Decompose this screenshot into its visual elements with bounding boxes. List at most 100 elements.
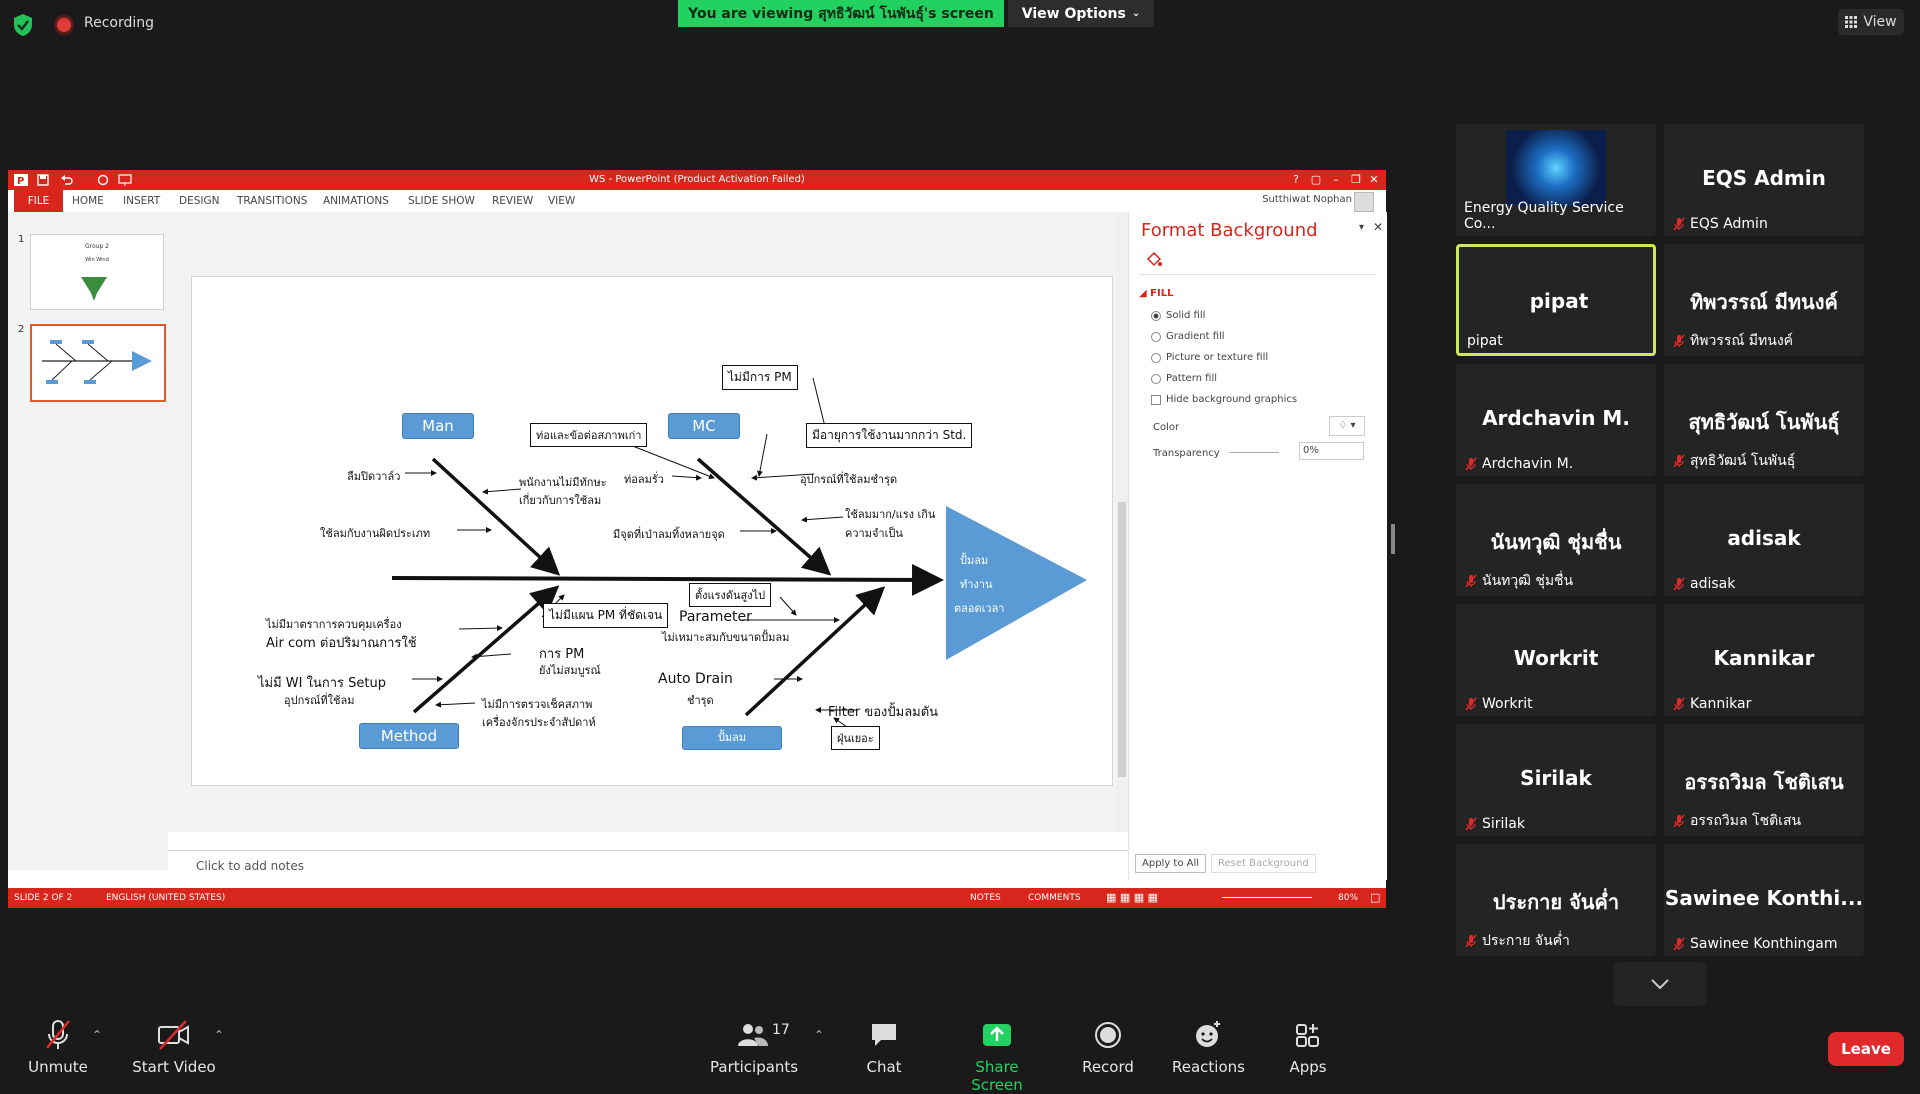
participant-name: สุทธิวัฒน์ โนพันธุ์ [1690, 453, 1796, 469]
close-button[interactable]: ✕ [1369, 173, 1379, 186]
fill-section-header[interactable]: ◢ FILL [1139, 288, 1174, 299]
cause-pm-2: ยังไม่สมบูรณ์ [539, 664, 601, 677]
help-button[interactable]: ? [1293, 173, 1299, 186]
transparency-slider[interactable] [1229, 452, 1279, 453]
fill-bucket-icon[interactable] [1145, 250, 1163, 268]
notes-pane[interactable]: Click to add notes [168, 850, 1128, 881]
participants-options-caret-icon[interactable]: ⌃ [814, 1028, 825, 1042]
microphone-muted-icon [1673, 454, 1685, 468]
cause-pm-1: การ PM [539, 647, 585, 662]
participant-name-label: EQS Admin [1672, 216, 1768, 232]
participant-tile[interactable]: อรรถวิมล โชติเสนอรรถวิมล โชติเสน [1664, 724, 1864, 836]
svg-text:P: P [17, 176, 24, 187]
ribbon-display-button[interactable]: ▢ [1310, 173, 1322, 186]
fit-slide-icon[interactable]: □ [1370, 891, 1381, 904]
normal-view-icon[interactable]: ▦ ▦ ▦ ▦ [1106, 891, 1159, 904]
unmute-button[interactable]: Unmute [26, 1018, 90, 1076]
participant-name: Workrit [1482, 696, 1533, 712]
view-layout-button[interactable]: View [1838, 9, 1904, 35]
hide-background-checkbox[interactable]: Hide background graphics [1151, 394, 1297, 405]
participant-name: ทิพวรรณ์ มีทนงค์ [1690, 333, 1794, 349]
leave-meeting-button[interactable]: Leave [1828, 1032, 1904, 1066]
reactions-button[interactable]: Reactions [1172, 1018, 1245, 1076]
radio-gradient-fill[interactable]: Gradient fill [1151, 331, 1225, 342]
minimize-button[interactable]: – [1333, 173, 1339, 186]
participant-tile[interactable]: ประกาย จันค่ำประกาย จันค่ำ [1456, 844, 1656, 956]
record-button[interactable]: Record [1082, 1018, 1134, 1076]
cause-no-measure-1: ไม่มีมาตราการควบคุมเครื่อง [266, 618, 402, 631]
undo-icon[interactable] [60, 173, 74, 187]
participant-name: อรรถวิมล โชติเสน [1690, 813, 1802, 829]
notes-toggle[interactable]: NOTES [970, 893, 1001, 903]
tab-home[interactable]: HOME [72, 195, 104, 207]
radio-picture-fill[interactable]: Picture or texture fill [1151, 352, 1268, 363]
redo-icon[interactable] [96, 173, 110, 187]
reset-background-button[interactable]: Reset Background [1211, 854, 1316, 873]
video-options-caret-icon[interactable]: ⌃ [214, 1028, 225, 1042]
pane-options-icon[interactable]: ▾ [1359, 222, 1365, 233]
security-shield-icon[interactable] [12, 13, 34, 37]
start-video-label: Start Video [132, 1058, 216, 1076]
participant-tile[interactable]: Sawinee Konthi...Sawinee Konthingam [1664, 844, 1864, 956]
chat-button[interactable]: Chat [862, 1018, 906, 1076]
slide-thumbnail-2[interactable] [30, 324, 166, 402]
category-mc: MC [668, 413, 740, 439]
audio-options-caret-icon[interactable]: ⌃ [92, 1028, 103, 1042]
tab-file[interactable]: FILE [14, 190, 63, 212]
participant-name: Ardchavin M. [1482, 456, 1574, 472]
radio-pattern-fill[interactable]: Pattern fill [1151, 373, 1217, 384]
tab-slide-show[interactable]: SLIDE SHOW [408, 195, 475, 207]
cause-no-measure-2: Air com ต่อปริมาณการใช้ [266, 636, 417, 651]
participant-tile[interactable]: Ardchavin M.Ardchavin M. [1456, 364, 1656, 476]
share-screen-button[interactable]: Share Screen [950, 1018, 1044, 1094]
tab-animations[interactable]: ANIMATIONS [323, 195, 389, 207]
participant-tile[interactable]: Energy Quality Service Co... [1456, 124, 1656, 236]
tab-insert[interactable]: INSERT [123, 195, 161, 207]
transparency-input[interactable]: 0% [1299, 442, 1364, 460]
participant-tile[interactable]: ทิพวรรณ์ มีทนงค์ทิพวรรณ์ มีทนงค์ [1664, 244, 1864, 356]
current-slide-fishbone[interactable]: Man MC Method ปั้มลม ปั้มลม ทำงาน ตลอดเว… [191, 276, 1113, 786]
participant-display-name: ทิพวรรณ์ มีทนงค์ [1690, 290, 1838, 314]
pane-close-icon[interactable]: ✕ [1373, 220, 1384, 234]
video-off-icon [158, 1020, 189, 1050]
tab-design[interactable]: DESIGN [179, 195, 220, 207]
tab-review[interactable]: REVIEW [492, 195, 534, 207]
gallery-resize-handle[interactable] [1391, 524, 1395, 554]
signed-in-user[interactable]: Sutthiwat Nophan [1262, 194, 1352, 205]
cause-no-check-1: ไม่มีการตรวจเช็คสภาพ [482, 698, 593, 711]
comments-toggle[interactable]: COMMENTS [1028, 893, 1081, 903]
zoom-slider[interactable] [1222, 897, 1312, 898]
participant-tile[interactable]: นันทวุฒิ ชุ่มชื่นนันทวุฒิ ชุ่มชื่น [1456, 484, 1656, 596]
start-video-button[interactable]: Start Video [132, 1018, 216, 1076]
restore-button[interactable]: ❐ [1351, 173, 1361, 186]
tab-view[interactable]: VIEW [548, 195, 576, 207]
slide-number: 1 [18, 234, 25, 245]
apps-button[interactable]: Apps [1286, 1018, 1330, 1076]
view-options-button[interactable]: View Options ⌄ [1008, 0, 1154, 27]
save-icon[interactable] [36, 173, 50, 187]
zoom-level[interactable]: 80% [1338, 893, 1359, 903]
scroll-thumb[interactable] [1118, 502, 1126, 777]
apply-to-all-button[interactable]: Apply to All [1135, 854, 1207, 873]
tab-transitions[interactable]: TRANSITIONS [237, 195, 308, 207]
powerpoint-logo-icon: P [14, 174, 28, 187]
participant-tile[interactable]: สุทธิวัฒน์ โนพันธุ์สุทธิวัฒน์ โนพันธุ์ [1664, 364, 1864, 476]
user-avatar-icon[interactable] [1354, 192, 1374, 212]
cause-filter: Filter ของปั้มลมตัน [828, 705, 939, 720]
start-presentation-icon[interactable] [118, 173, 132, 187]
microphone-muted-icon [1465, 457, 1477, 471]
gallery-next-page-button[interactable] [1614, 962, 1706, 1006]
color-picker-button[interactable]: ♢ ▾ [1329, 416, 1365, 436]
radio-solid-fill[interactable]: Solid fill [1151, 310, 1205, 321]
participants-button[interactable]: 17 Participants [710, 1018, 798, 1076]
participant-name: adisak [1690, 576, 1736, 592]
slide-thumbnail-1[interactable]: Group 2 Win Wind [30, 234, 164, 310]
slide-vertical-scrollbar[interactable] [1116, 212, 1128, 832]
language-indicator[interactable]: ENGLISH (UNITED STATES) [106, 893, 226, 903]
